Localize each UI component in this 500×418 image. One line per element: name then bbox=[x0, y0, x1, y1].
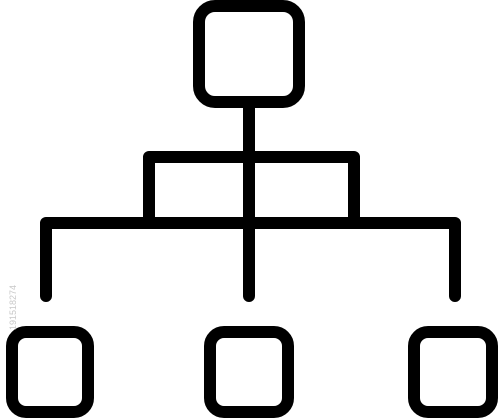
watermark-id-text: 191518274 bbox=[8, 285, 18, 330]
child-node-right-box bbox=[408, 326, 498, 418]
distribution-bar-connector bbox=[40, 217, 461, 302]
upper-bracket-connector bbox=[143, 151, 360, 223]
child-node-left-box bbox=[6, 326, 94, 418]
root-node-box bbox=[193, 0, 305, 108]
child-node-center-box bbox=[204, 326, 294, 418]
